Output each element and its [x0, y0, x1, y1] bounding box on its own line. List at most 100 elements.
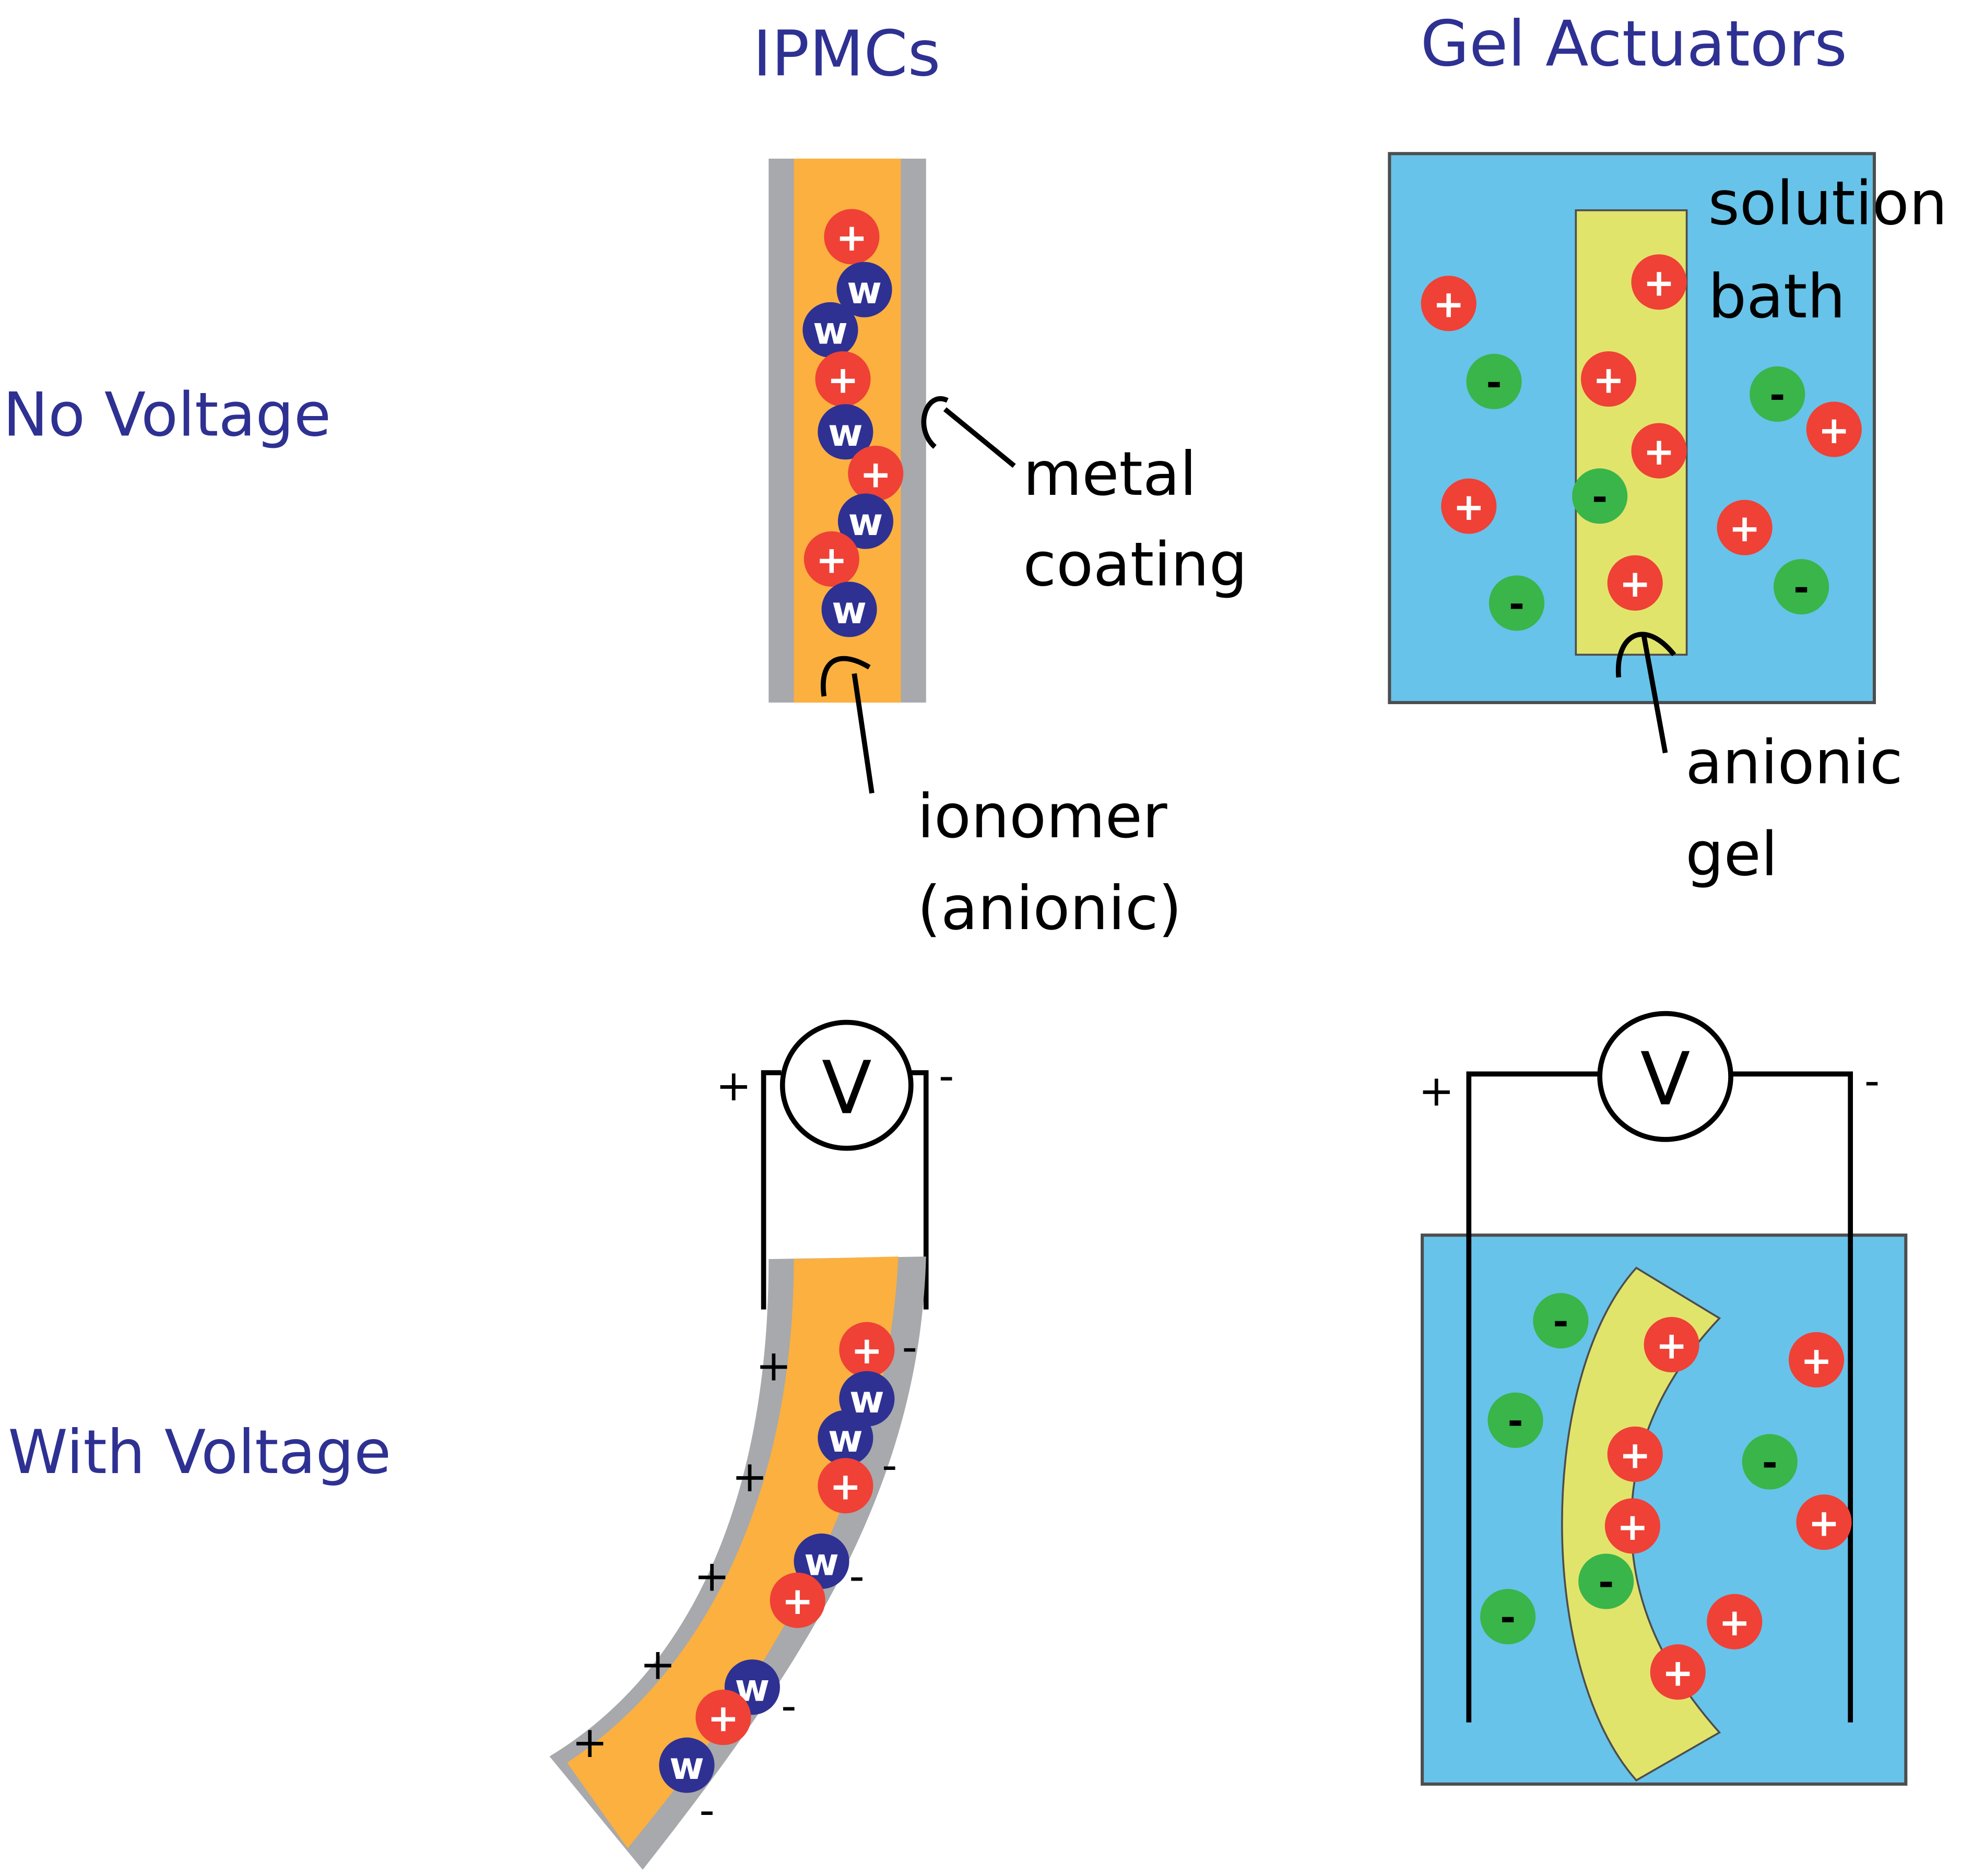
- cation-icon: +: [1707, 1594, 1763, 1649]
- svg-text:-: -: [1762, 1441, 1778, 1485]
- cation-icon: +: [1607, 555, 1663, 611]
- water-molecule-icon: w: [836, 262, 892, 317]
- voltmeter-symbol: V: [1640, 1037, 1691, 1122]
- cation-icon: +: [824, 209, 880, 265]
- gel-circuit: V + -: [1419, 1011, 1880, 1723]
- water-molecule-icon: w: [837, 493, 894, 549]
- negative-wire: [909, 1070, 929, 1310]
- svg-text:+: +: [1801, 1339, 1833, 1383]
- positive-terminal: +: [1419, 1066, 1455, 1116]
- cation-icon: +: [815, 351, 871, 407]
- svg-text:+: +: [1619, 1433, 1651, 1477]
- cation-icon: +: [770, 1572, 825, 1628]
- svg-text:-: -: [1598, 1561, 1614, 1605]
- svg-text:+: +: [1593, 358, 1625, 402]
- svg-text:w: w: [828, 1417, 863, 1461]
- positive-electrode: [1466, 1071, 1600, 1723]
- gel-column-title: Gel Actuators: [1421, 7, 1847, 80]
- svg-text:w: w: [669, 1744, 704, 1788]
- water-molecule-icon: w: [659, 1737, 715, 1793]
- ionomer-callout: [821, 656, 875, 794]
- positive-surface-charge: +: [694, 1551, 730, 1601]
- positive-wire: [761, 1070, 782, 1310]
- cation-icon: +: [1650, 1644, 1706, 1700]
- svg-text:-: -: [1500, 1596, 1516, 1640]
- svg-text:+: +: [782, 1580, 813, 1623]
- svg-text:+: +: [1729, 507, 1761, 551]
- cation-icon: +: [1631, 423, 1687, 479]
- cation-icon: +: [1421, 276, 1476, 331]
- ipmc-column-title: IPMCs: [753, 18, 940, 91]
- positive-surface-charge: +: [572, 1718, 608, 1767]
- positive-surface-charge: +: [755, 1341, 791, 1391]
- cation-icon: +: [848, 445, 904, 502]
- metal-coating-label-2: coating: [1023, 530, 1247, 600]
- svg-text:+: +: [1617, 1505, 1649, 1549]
- water-molecule-icon: w: [818, 1410, 873, 1466]
- cation-icon: +: [1788, 1332, 1845, 1388]
- anionic-gel-callout: [1615, 632, 1676, 754]
- anionic-gel-label-1: anionic: [1685, 728, 1903, 798]
- svg-text:w: w: [832, 589, 867, 633]
- cation-icon: +: [804, 531, 859, 587]
- svg-text:+: +: [1433, 283, 1464, 327]
- anion-icon: -: [1774, 559, 1829, 615]
- solution-bath-label-2: bath: [1708, 262, 1846, 332]
- ionomer-label-2: (anionic): [917, 874, 1182, 944]
- gel-ions-no-voltage: +-+-+++-+-++-: [1421, 254, 1862, 631]
- anion-icon: -: [1533, 1293, 1589, 1349]
- svg-text:+: +: [1619, 562, 1651, 606]
- svg-text:+: +: [1656, 1324, 1687, 1368]
- svg-text:+: +: [1808, 1502, 1840, 1546]
- svg-text:+: +: [1643, 430, 1675, 474]
- svg-text:-: -: [1553, 1300, 1568, 1344]
- anion-icon: -: [1488, 575, 1545, 631]
- negative-terminal: -: [1864, 1056, 1880, 1106]
- cation-icon: +: [818, 1458, 873, 1514]
- cation-icon: +: [1604, 1498, 1660, 1554]
- svg-text:-: -: [1793, 566, 1809, 610]
- water-molecule-icon: w: [839, 1371, 895, 1427]
- ipmc-strip-bent: [549, 1256, 926, 1870]
- anion-icon: -: [1578, 1553, 1634, 1609]
- anion-icon: -: [1480, 1589, 1536, 1645]
- voltmeter-icon: [779, 1019, 914, 1151]
- cation-icon: +: [1644, 1317, 1699, 1373]
- anion-icon: -: [1750, 366, 1805, 422]
- svg-text:+: +: [1719, 1601, 1751, 1645]
- row-label-with-voltage: With Voltage: [8, 1418, 391, 1488]
- anion-icon: -: [1572, 468, 1628, 524]
- cation-icon: +: [1607, 1426, 1663, 1482]
- cation-icon: +: [1717, 500, 1773, 555]
- positive-surface-charge: +: [732, 1452, 768, 1502]
- voltmeter-icon: [1597, 1011, 1733, 1142]
- voltmeter-symbol: V: [822, 1046, 872, 1131]
- svg-text:-: -: [1508, 1399, 1523, 1443]
- ipmc-ions-with-voltage: +ww+w+w+w: [659, 1322, 895, 1793]
- water-molecule-icon: w: [818, 404, 873, 460]
- surface-charges: +++++-----: [572, 1322, 917, 1835]
- cation-icon: +: [695, 1690, 751, 1746]
- cation-icon: +: [1631, 254, 1687, 310]
- svg-text:+: +: [1453, 485, 1485, 529]
- row-label-no-voltage: No Voltage: [3, 381, 331, 450]
- anionic-gel-label-2: gel: [1685, 820, 1778, 889]
- metal-coating-label-1: metal: [1023, 440, 1196, 509]
- svg-text:w: w: [828, 411, 863, 455]
- cation-icon: +: [839, 1322, 895, 1378]
- svg-text:+: +: [1643, 262, 1675, 305]
- cation-icon: +: [1581, 351, 1637, 407]
- cation-icon: +: [1806, 401, 1862, 457]
- svg-text:-: -: [1486, 361, 1502, 405]
- negative-surface-charge: -: [699, 1786, 715, 1835]
- svg-text:-: -: [1769, 373, 1785, 417]
- svg-text:w: w: [813, 309, 848, 353]
- solution-bath-label-1: solution: [1708, 169, 1947, 239]
- metal-coating-callout: [921, 396, 1016, 468]
- svg-text:+: +: [830, 1465, 861, 1509]
- negative-surface-charge: -: [882, 1441, 897, 1490]
- svg-text:+: +: [827, 358, 859, 402]
- svg-text:+: +: [860, 453, 892, 496]
- water-molecule-icon: w: [724, 1659, 780, 1715]
- svg-text:+: +: [707, 1696, 739, 1740]
